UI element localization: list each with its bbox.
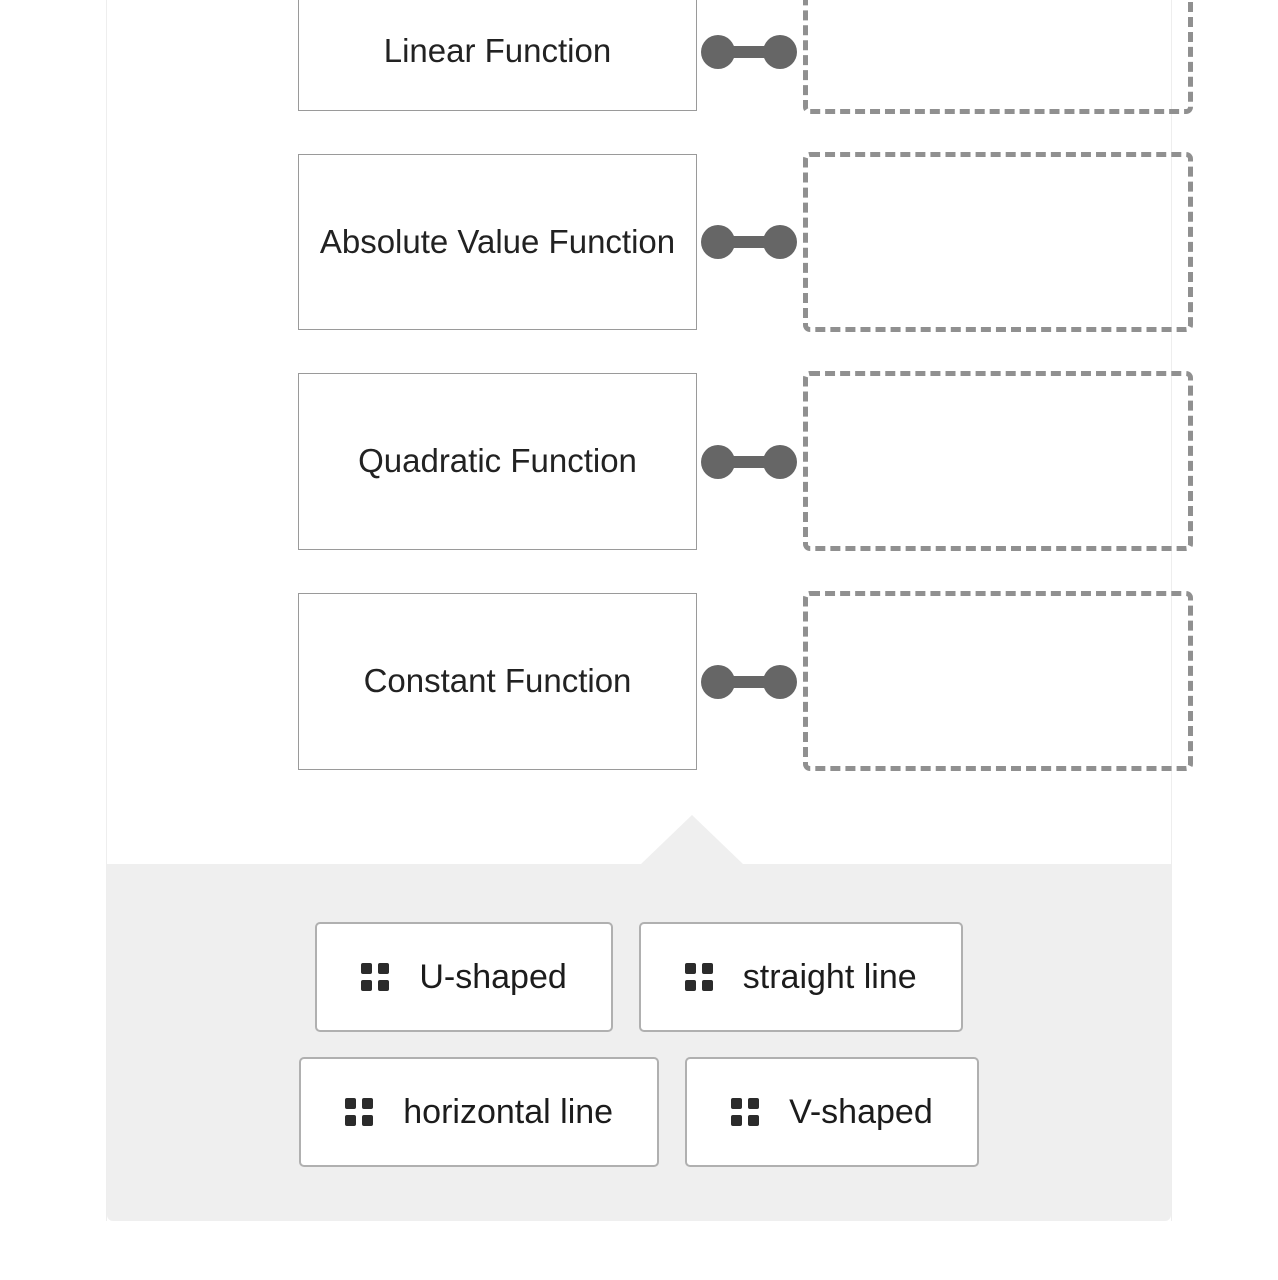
word-bank-row: U-shaped straight line [107,922,1171,1032]
term-label: Linear Function [383,32,612,70]
drop-zone-constant-function[interactable] [803,591,1193,771]
drop-zone-absolute-value-function[interactable] [803,152,1193,332]
draggable-chip-v-shaped[interactable]: V-shaped [685,1057,979,1167]
connector-knob-right [763,665,797,699]
term-label: Absolute Value Function [319,222,676,260]
term-box-quadratic-function[interactable]: Quadratic Function [298,373,697,550]
chip-label: V-shaped [789,1092,933,1131]
term-label: Constant Function [363,662,632,700]
connector-knob-right [763,35,797,69]
matching-area: Linear Function Absolute Value Function … [107,0,1193,865]
chip-label: straight line [742,957,917,996]
draggable-chip-horizontal-line[interactable]: horizontal line [299,1057,660,1167]
connector-knob-right [763,225,797,259]
word-bank-row: horizontal line V-shaped [107,1057,1171,1167]
drag-handle-icon[interactable] [345,1098,374,1126]
term-box-absolute-value-function[interactable]: Absolute Value Function [298,154,697,330]
draggable-chip-u-shaped[interactable]: U-shaped [315,922,613,1032]
connector-knob-right [763,445,797,479]
chip-label: horizontal line [403,1092,614,1131]
drop-zone-linear-function[interactable] [803,0,1193,114]
dumbbell-connector-icon [701,445,797,479]
term-box-constant-function[interactable]: Constant Function [298,593,697,770]
dumbbell-connector-icon [701,225,797,259]
drag-handle-icon[interactable] [731,1098,760,1126]
word-bank-notch-arrow [640,815,744,865]
drag-handle-icon[interactable] [361,963,390,991]
draggable-chip-straight-line[interactable]: straight line [638,922,963,1032]
word-bank: U-shaped straight line horizontal line [107,864,1171,1221]
matching-activity-card: Linear Function Absolute Value Function … [106,0,1193,1221]
dumbbell-connector-icon [701,665,797,699]
dumbbell-connector-icon [701,35,797,69]
chip-label: U-shaped [419,957,567,996]
term-label: Quadratic Function [358,442,637,480]
drop-zone-quadratic-function[interactable] [803,371,1193,551]
term-box-linear-function[interactable]: Linear Function [298,0,697,111]
drag-handle-icon[interactable] [684,963,713,991]
